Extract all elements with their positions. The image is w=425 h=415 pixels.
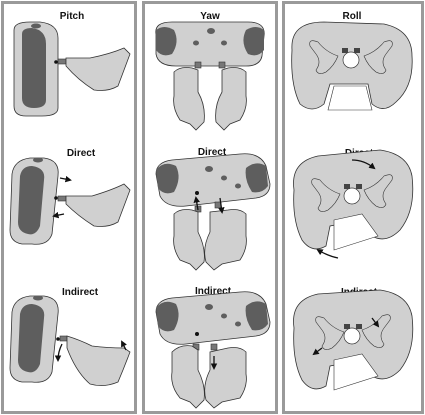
joint	[356, 184, 362, 189]
arrow-right	[59, 175, 72, 183]
pitch-title: Pitch	[59, 11, 85, 22]
yaw-direct-figure	[155, 153, 271, 271]
yaw-indirect-figure	[155, 291, 271, 409]
yaw-neutral-figure	[155, 21, 265, 131]
thorax	[65, 47, 131, 91]
pitch-neutral-figure	[13, 21, 131, 117]
pivot-dot	[195, 191, 199, 195]
neck-cutout	[333, 353, 379, 391]
joint	[344, 184, 350, 189]
arrow-right-arm	[371, 317, 380, 328]
thorax-left	[173, 67, 205, 131]
roll-direct-figure	[293, 149, 414, 259]
neck-cutout	[327, 85, 373, 111]
dark-patch	[22, 28, 46, 108]
pivot-dot	[54, 196, 58, 200]
spot	[235, 321, 241, 327]
yaw-direct-label: Direct	[197, 147, 227, 158]
spot	[221, 313, 227, 319]
dark-patch-left	[156, 163, 179, 194]
pivot-dot	[54, 60, 58, 64]
thorax-right	[215, 67, 247, 131]
head-plate	[155, 21, 265, 67]
dark-patch-right	[245, 163, 268, 193]
right-arm	[363, 40, 393, 74]
dark-patch-right	[245, 301, 268, 331]
joint	[218, 61, 226, 69]
dark-patch-left	[156, 27, 177, 56]
thorax-right	[204, 347, 247, 409]
spot	[193, 40, 199, 46]
left-arm	[311, 178, 341, 212]
right-arm	[363, 174, 393, 208]
left-arm	[315, 316, 345, 350]
arrow-up	[193, 196, 200, 211]
arrow-left	[52, 211, 65, 219]
thorax	[66, 335, 131, 386]
head-plate	[155, 153, 271, 207]
pivot-dot	[195, 332, 199, 336]
joint	[342, 48, 348, 53]
joint	[344, 324, 350, 329]
dark-patch-right	[243, 27, 264, 56]
arrow-left-arm	[312, 347, 323, 356]
spot	[205, 304, 213, 310]
thorax-left	[171, 345, 205, 409]
pitch-direct-label: Direct	[66, 148, 96, 159]
thorax	[65, 183, 131, 227]
panel-yaw	[142, 1, 278, 414]
center-ring	[342, 51, 360, 69]
pitch-indirect-figure	[9, 295, 131, 386]
spot	[207, 28, 215, 34]
left-arm	[309, 40, 339, 74]
spot	[205, 166, 213, 172]
roll-neutral-figure	[291, 21, 413, 111]
arrow-cw-bottom	[316, 248, 339, 259]
joint	[59, 335, 68, 342]
pivot-dot	[56, 337, 60, 341]
top-spot	[31, 23, 41, 29]
yaw-indirect-label: Indirect	[194, 286, 232, 297]
dark-patch	[18, 304, 45, 373]
arrow-down	[54, 343, 63, 362]
center-ring	[343, 187, 361, 205]
joint	[210, 343, 218, 351]
center-ring	[343, 327, 361, 345]
spot	[221, 40, 227, 46]
arrow-cw-top	[351, 159, 376, 170]
thorax-right	[204, 209, 247, 271]
arrow-down	[218, 197, 225, 214]
joint	[57, 58, 67, 65]
joint	[57, 195, 67, 202]
top-spot	[33, 157, 43, 163]
roll-indirect-figure	[293, 289, 414, 391]
joint	[356, 324, 362, 329]
joint	[354, 48, 360, 53]
head-plate	[155, 291, 271, 345]
roll-title: Roll	[342, 11, 362, 22]
yaw-title: Yaw	[200, 11, 220, 22]
spot	[235, 183, 241, 189]
right-arm	[361, 314, 391, 348]
spot	[221, 175, 227, 181]
top-spot	[33, 295, 43, 301]
dark-patch	[18, 166, 45, 235]
pitch-indirect-label: Indirect	[61, 287, 99, 298]
neck-cutout	[333, 213, 379, 251]
arrow-up	[121, 340, 127, 351]
thorax-left	[173, 209, 205, 271]
dark-patch-left	[156, 301, 179, 332]
pitch-direct-figure	[9, 157, 131, 245]
joint	[194, 61, 202, 69]
